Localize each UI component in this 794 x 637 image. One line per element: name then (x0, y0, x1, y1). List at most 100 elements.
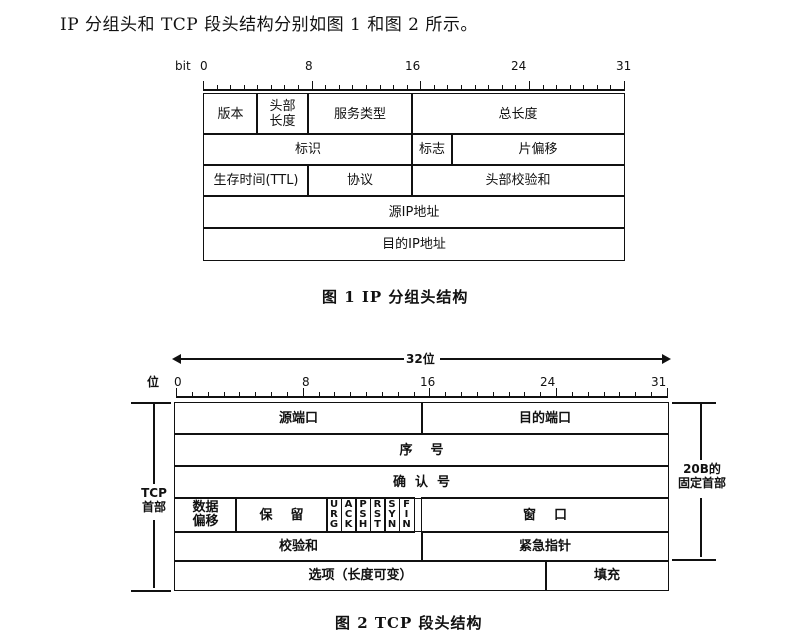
ruler-tick (571, 392, 573, 397)
tcp-flag-char: G (329, 519, 339, 530)
tcp-data-offset-field: 数据 偏移 (174, 497, 237, 533)
fixed-header-label: 20B的 固定首部 (672, 462, 732, 490)
ruler-tick (311, 81, 313, 90)
tcp-data-offset-line2: 偏移 (192, 514, 219, 529)
ruler-tick (583, 85, 585, 90)
fig1-scale-unit: bit (175, 59, 191, 73)
ruler-tick (379, 85, 381, 90)
tcp-checksum-field: 校验和 (174, 531, 423, 562)
tcp-dst-port-field: 目的端口 (421, 402, 669, 435)
ip-src-address-field: 源IP地址 (203, 195, 625, 229)
left-bracket-bottom (131, 590, 171, 592)
ruler-tick (207, 392, 209, 397)
fig1-scale-8: 8 (305, 59, 313, 73)
ruler-tick (587, 392, 589, 397)
ruler-tick (230, 85, 232, 90)
tcp-header-label: TCP 首部 (132, 486, 176, 514)
ruler-tick (286, 392, 288, 397)
ruler-tick (624, 81, 625, 90)
ruler-tick (284, 85, 286, 90)
fig1-scale-16: 16 (405, 59, 421, 73)
ruler-tick (393, 85, 395, 90)
ip-header-length-field: 头部 长度 (256, 93, 309, 135)
tcp-flag-char: R (373, 499, 382, 510)
fig2-scale-24: 24 (540, 375, 556, 389)
tcp-flag-char: S (373, 509, 382, 520)
ruler-tick (302, 388, 304, 397)
tcp-flag-char: S (359, 509, 367, 520)
ruler-tick (257, 85, 259, 90)
ruler-tick (223, 392, 225, 397)
ip-flags-field: 标志 (411, 133, 453, 166)
tcp-src-port-field: 源端口 (174, 402, 423, 435)
tcp-header-label-line1: TCP (141, 486, 167, 500)
ip-header-checksum-field: 头部校验和 (411, 164, 625, 197)
ip-total-length-field: 总长度 (411, 93, 625, 135)
tcp-flag-char: T (374, 519, 381, 530)
tcp-header-label-line2: 首部 (141, 500, 166, 514)
ip-header-length-line1: 头部 (269, 99, 296, 114)
ip-tos-field: 服务类型 (307, 93, 413, 135)
width-arrow-right-line (440, 358, 664, 360)
ruler-tick (610, 85, 612, 90)
ruler-tick (569, 85, 571, 90)
fig1-caption: 图 1 IP 分组头结构 (322, 288, 469, 306)
tcp-flag-char: R (330, 509, 338, 520)
tcp-flag-char: P (359, 499, 367, 510)
ruler-tick (420, 81, 422, 90)
tcp-ack-field: 确 认 号 (174, 465, 669, 499)
ip-fragment-offset-field: 片偏移 (451, 133, 625, 166)
ruler-tick (239, 392, 241, 397)
right-bracket-bottom (672, 559, 716, 561)
tcp-urgent-pointer-field: 紧急指针 (421, 531, 669, 562)
ruler-tick (542, 85, 544, 90)
fig1-scale-24: 24 (511, 59, 527, 73)
ruler-tick (270, 85, 272, 90)
ip-protocol-field: 协议 (307, 164, 413, 197)
ruler-tick (603, 392, 605, 397)
tcp-flag-char: C (344, 509, 353, 520)
tcp-data-offset-line1: 数据 (192, 500, 219, 515)
ruler-tick (366, 392, 368, 397)
ruler-tick (397, 392, 399, 397)
tcp-flag-char: H (358, 519, 368, 530)
ruler-tick (203, 81, 204, 90)
fig2-scale-0: 0 (174, 375, 182, 389)
tcp-flag-char: Y (388, 509, 396, 520)
ruler-tick (365, 85, 367, 90)
tcp-flag-char: N (402, 519, 411, 530)
ruler-tick (461, 392, 463, 397)
ruler-tick (445, 392, 447, 397)
ruler-tick (515, 85, 517, 90)
ruler-tick (433, 85, 435, 90)
ruler-tick (508, 392, 510, 397)
ruler-tick (318, 392, 320, 397)
tcp-flag-char: S (388, 499, 396, 510)
fig2-scale-8: 8 (302, 375, 310, 389)
ruler-tick (413, 392, 415, 397)
left-bracket-line-top (153, 404, 155, 484)
fixed-header-label-line1: 20B的 (683, 462, 721, 476)
ip-version-field: 版本 (203, 93, 258, 135)
ruler-tick (476, 392, 478, 397)
ruler-tick (381, 392, 383, 397)
intro-text: IP 分组头和 TCP 段头结构分别如图 1 和图 2 所示。 (60, 15, 478, 35)
ruler-tick (488, 85, 490, 90)
ruler-tick (191, 392, 193, 397)
ruler-tick (619, 392, 621, 397)
ruler-tick (352, 85, 354, 90)
ruler-tick (596, 85, 598, 90)
tcp-options-field: 选项（长度可变） (174, 560, 547, 591)
ruler-tick (271, 392, 273, 397)
width-label: 32位 (406, 352, 435, 366)
fig2-scale-unit: 位 (147, 375, 160, 389)
tcp-flag-char: K (344, 519, 353, 530)
ruler-tick (474, 85, 476, 90)
ruler-tick (429, 388, 431, 397)
tcp-flag-char: U (329, 499, 339, 510)
ip-header-length-line2: 长度 (269, 114, 296, 129)
ruler-tick (350, 392, 352, 397)
